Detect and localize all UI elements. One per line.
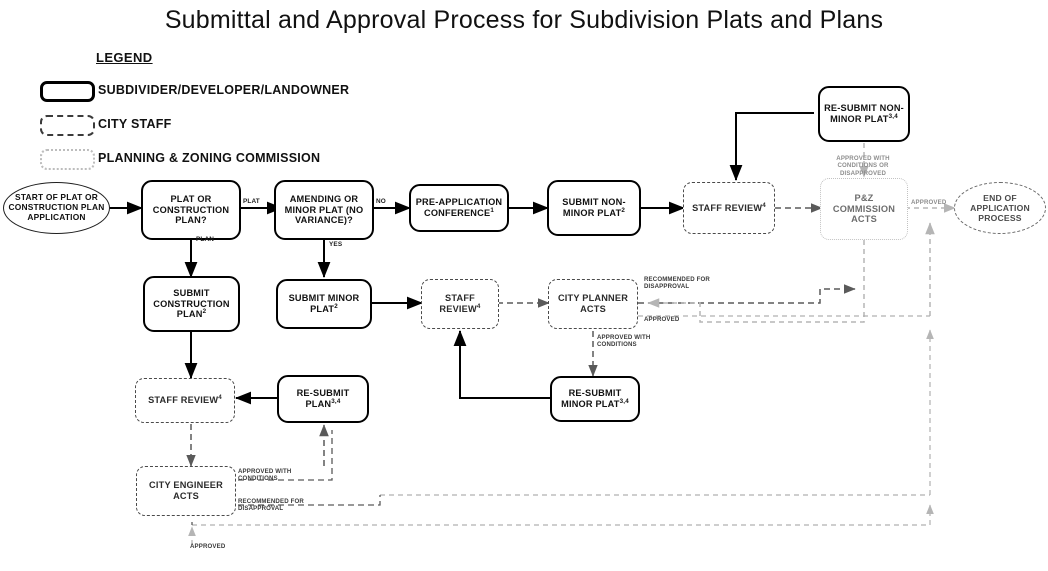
legend-label-city-staff: CITY STAFF bbox=[98, 117, 172, 131]
node-resubmit-minor-plat-sup: 3,4 bbox=[619, 397, 629, 405]
node-resubmit-non-minor-plat-label: RE-SUBMIT NON-MINOR PLAT bbox=[824, 103, 904, 124]
node-city-engineer-acts-label: CITY ENGINEER ACTS bbox=[149, 480, 223, 501]
node-submit-construction-plan[interactable]: SUBMIT CONSTRUCTION PLAN2 bbox=[143, 276, 240, 332]
edge-label-recommended-for-disapproval-engineer: RECOMMENDED FOR DISAPPROVAL bbox=[238, 498, 304, 513]
node-staff-review-minor-label: STAFF REVIEW bbox=[439, 293, 477, 314]
edge-label-approved-with-conditions-planner: APPROVED WITH CONDITIONS bbox=[597, 334, 651, 349]
edge-label-plan: PLAN bbox=[196, 236, 214, 243]
node-amending-or-minor-plat[interactable]: AMENDING OR MINOR PLAT (NO VARIANCE)? bbox=[274, 180, 374, 240]
node-plat-or-construction-plan-label: PLAT OR CONSTRUCTION PLAN? bbox=[152, 193, 230, 226]
node-resubmit-plan-sup: 3,4 bbox=[331, 397, 341, 405]
node-staff-review-minor-sup: 4 bbox=[476, 302, 481, 310]
node-staff-review-plan-label: STAFF REVIEW bbox=[148, 395, 219, 406]
node-submit-minor-plat-label: SUBMIT MINOR PLAT bbox=[288, 293, 360, 314]
node-resubmit-plan-label: RE-SUBMIT PLAN bbox=[296, 388, 350, 409]
legend-swatch-dashed bbox=[40, 115, 95, 136]
edge-label-approved-engineer: APPROVED bbox=[190, 543, 226, 550]
node-plat-or-construction-plan[interactable]: PLAT OR CONSTRUCTION PLAN? bbox=[141, 180, 241, 240]
page-title: Submittal and Approval Process for Subdi… bbox=[164, 6, 884, 34]
node-submit-non-minor-plat-sup: 2 bbox=[621, 206, 626, 214]
dashed-connectors bbox=[186, 203, 856, 467]
node-pre-application-conference-sup: 1 bbox=[490, 206, 494, 214]
node-submit-construction-plan-label: SUBMIT CONSTRUCTION PLAN bbox=[153, 287, 230, 320]
feedback-connectors-arrowed bbox=[188, 329, 934, 545]
node-pz-commission-acts[interactable]: P&Z COMMISSION ACTS bbox=[820, 178, 908, 240]
legend-swatch-dotted bbox=[40, 149, 95, 170]
legend-label-subdivider: SUBDIVIDER/DEVELOPER/LANDOWNER bbox=[98, 83, 350, 97]
node-resubmit-non-minor-plat-sup: 3,4 bbox=[888, 112, 898, 120]
node-pz-commission-acts-label: P&Z COMMISSION ACTS bbox=[832, 192, 896, 225]
legend-heading: LEGEND bbox=[96, 50, 153, 65]
edge-label-yes: YES bbox=[329, 241, 343, 248]
edge-label-approved-pz: APPROVED bbox=[911, 199, 947, 206]
edge-label-approved-with-conditions-or-disapproved: APPROVED WITH CONDITIONS OR DISAPPROVED bbox=[836, 155, 890, 177]
feedback-connectors bbox=[192, 315, 930, 526]
node-staff-review-plan[interactable]: STAFF REVIEW4 bbox=[135, 378, 235, 423]
edge-label-plat: PLAT bbox=[243, 198, 260, 205]
node-staff-review-plan-sup: 4 bbox=[218, 394, 222, 401]
node-submit-non-minor-plat[interactable]: SUBMIT NON-MINOR PLAT2 bbox=[547, 180, 641, 236]
node-resubmit-minor-plat[interactable]: RE-SUBMIT MINOR PLAT3,4 bbox=[550, 376, 640, 422]
legend-swatch-solid bbox=[40, 81, 95, 102]
node-amending-or-minor-plat-label: AMENDING OR MINOR PLAT (NO VARIANCE)? bbox=[284, 193, 364, 226]
node-pre-application-conference[interactable]: PRE-APPLICATION CONFERENCE1 bbox=[409, 184, 509, 232]
node-city-planner-acts[interactable]: CITY PLANNER ACTS bbox=[548, 279, 638, 329]
node-submit-minor-plat[interactable]: SUBMIT MINOR PLAT2 bbox=[276, 279, 372, 329]
node-staff-review-non-minor-sup: 4 bbox=[762, 201, 766, 209]
node-start-label: START OF PLAT OR CONSTRUCTION PLAN APPLI… bbox=[8, 192, 105, 222]
node-start[interactable]: START OF PLAT OR CONSTRUCTION PLAN APPLI… bbox=[3, 182, 110, 234]
node-end-of-application-process-label: END OF APPLICATION PROCESS bbox=[970, 192, 1030, 224]
edge-label-approved-planner: APPROVED bbox=[644, 316, 680, 323]
legend-label-planning-zoning: PLANNING & ZONING COMMISSION bbox=[98, 151, 321, 165]
node-end-of-application-process[interactable]: END OF APPLICATION PROCESS bbox=[954, 182, 1046, 234]
edge-label-approved-with-conditions-engineer: APPROVED WITH CONDITIONS bbox=[238, 468, 292, 483]
edge-label-no: NO bbox=[376, 198, 386, 205]
node-submit-construction-plan-sup: 2 bbox=[202, 308, 207, 316]
node-city-planner-acts-label: CITY PLANNER ACTS bbox=[557, 293, 629, 314]
node-submit-minor-plat-sup: 2 bbox=[334, 302, 338, 310]
node-staff-review-non-minor[interactable]: STAFF REVIEW4 bbox=[683, 182, 775, 234]
return-connectors bbox=[191, 430, 381, 525]
node-pre-application-conference-label: PRE-APPLICATION CONFERENCE bbox=[415, 197, 503, 218]
node-submit-non-minor-plat-label: SUBMIT NON-MINOR PLAT bbox=[562, 197, 626, 218]
node-resubmit-plan[interactable]: RE-SUBMIT PLAN3,4 bbox=[277, 375, 369, 423]
node-city-engineer-acts[interactable]: CITY ENGINEER ACTS bbox=[136, 466, 236, 516]
node-resubmit-non-minor-plat[interactable]: RE-SUBMIT NON-MINOR PLAT3,4 bbox=[818, 86, 910, 142]
edge-label-recommended-for-disapproval-planner: RECOMMENDED FOR DISAPPROVAL bbox=[644, 276, 710, 291]
node-staff-review-minor[interactable]: STAFF REVIEW4 bbox=[421, 279, 499, 329]
dotted-connectors bbox=[647, 143, 956, 323]
node-resubmit-minor-plat-label: RE-SUBMIT MINOR PLAT bbox=[561, 388, 622, 409]
node-staff-review-non-minor-label: STAFF REVIEW bbox=[692, 202, 763, 213]
